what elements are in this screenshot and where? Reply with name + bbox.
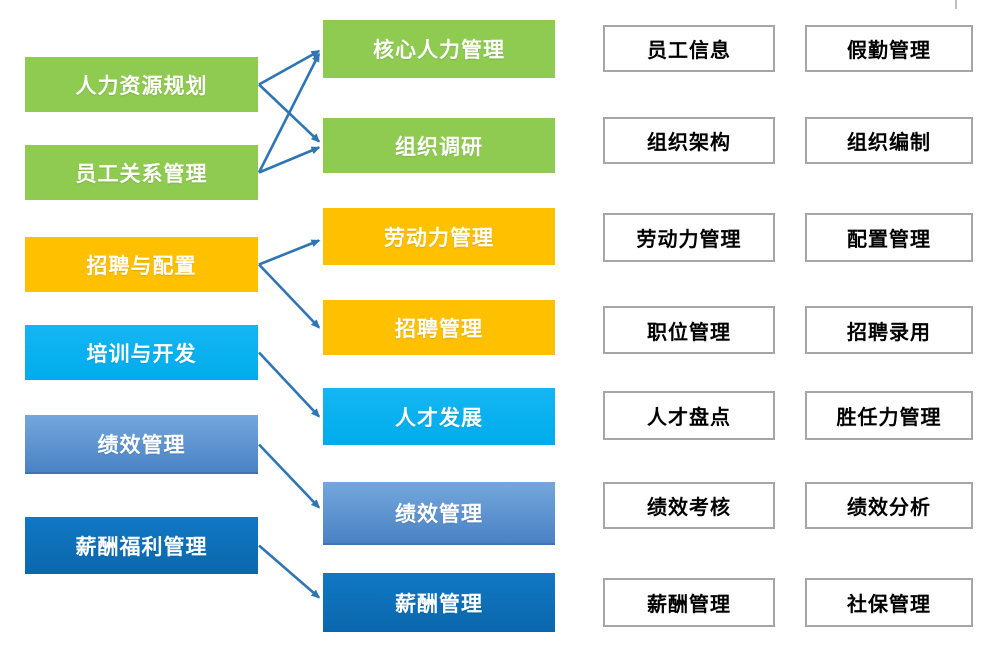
submodule-box-r3c2-label: 配置管理 <box>847 229 931 251</box>
connector-arrow <box>257 52 321 174</box>
connector-arrow <box>258 443 321 509</box>
category-box-4: 培训与开发 <box>25 325 258 380</box>
module-box-5: 人才发展 <box>323 388 555 445</box>
submodule-box-r5c2: 胜任力管理 <box>805 391 973 440</box>
submodule-box-r3c1-label: 劳动力管理 <box>636 229 742 251</box>
connector-arrow <box>258 146 321 174</box>
submodule-box-r4c1-label: 职位管理 <box>647 321 731 344</box>
submodule-box-r6c1: 绩效考核 <box>603 482 775 529</box>
category-box-3: 招聘与配置 <box>25 237 258 292</box>
submodule-box-r3c1: 劳动力管理 <box>603 213 775 262</box>
connector-arrow <box>258 544 321 599</box>
category-box-2: 员工关系管理 <box>25 145 258 200</box>
module-box-1: 核心人力管理 <box>323 20 555 78</box>
submodule-box-r2c2: 组织编制 <box>805 117 973 164</box>
module-box-3: 劳动力管理 <box>323 208 555 265</box>
cursor-artifact <box>955 0 957 9</box>
submodule-box-r7c1: 薪酬管理 <box>603 578 775 627</box>
category-box-2-label: 员工关系管理 <box>75 162 208 186</box>
submodule-box-r5c1-label: 人才盘点 <box>647 407 731 429</box>
category-box-6: 薪酬福利管理 <box>25 517 258 574</box>
submodule-box-r4c2-label: 招聘录用 <box>847 321 931 344</box>
submodule-box-r2c2-label: 组织编制 <box>847 132 931 154</box>
category-box-5: 绩效管理 <box>25 415 258 474</box>
category-box-6-label: 薪酬福利管理 <box>75 535 208 559</box>
submodule-box-r1c1-label: 员工信息 <box>647 40 731 62</box>
module-box-7: 薪酬管理 <box>323 573 555 632</box>
submodule-box-r5c1: 人才盘点 <box>603 391 775 440</box>
connector-arrow <box>258 239 321 266</box>
submodule-box-r1c2-label: 假勤管理 <box>847 40 931 62</box>
category-box-1: 人力资源规划 <box>25 57 258 112</box>
module-box-5-label: 人才发展 <box>395 406 483 430</box>
category-box-4-label: 培训与开发 <box>86 342 197 366</box>
category-box-3-label: 招聘与配置 <box>86 254 197 278</box>
submodule-box-r2c1: 组织架构 <box>603 117 775 164</box>
connector-arrow <box>258 83 321 143</box>
submodule-box-r3c2: 配置管理 <box>805 213 973 262</box>
module-box-1-label: 核心人力管理 <box>373 39 505 62</box>
category-box-1-label: 人力资源规划 <box>75 74 208 98</box>
submodule-box-r6c2: 绩效分析 <box>805 482 973 529</box>
submodule-box-r2c1-label: 组织架构 <box>647 132 731 154</box>
module-box-4-label: 招聘管理 <box>395 317 483 341</box>
submodule-box-r1c2: 假勤管理 <box>805 25 973 72</box>
module-box-7-label: 薪酬管理 <box>395 592 483 616</box>
submodule-box-r1c1: 员工信息 <box>603 25 775 72</box>
connector-arrow <box>258 263 321 329</box>
module-box-2: 组织调研 <box>323 118 555 173</box>
connector-arrow <box>258 351 321 418</box>
connector-arrow <box>258 49 321 86</box>
module-box-2-label: 组织调研 <box>395 135 483 159</box>
submodule-box-r7c2: 社保管理 <box>805 578 973 627</box>
module-box-3-label: 劳动力管理 <box>384 226 494 250</box>
module-box-6: 绩效管理 <box>323 482 555 545</box>
module-box-4: 招聘管理 <box>323 300 555 355</box>
submodule-box-r6c1-label: 绩效考核 <box>647 497 731 519</box>
arrow-group <box>257 49 321 599</box>
submodule-box-r5c2-label: 胜任力管理 <box>836 407 942 429</box>
submodule-box-r7c1-label: 薪酬管理 <box>647 594 731 616</box>
submodule-box-r6c2-label: 绩效分析 <box>847 497 931 519</box>
module-box-6-label: 绩效管理 <box>395 502 483 526</box>
submodule-box-r7c2-label: 社保管理 <box>847 594 931 616</box>
submodule-box-r4c1: 职位管理 <box>603 306 775 354</box>
category-box-5-label: 绩效管理 <box>97 433 186 457</box>
submodule-box-r4c2: 招聘录用 <box>805 306 973 354</box>
